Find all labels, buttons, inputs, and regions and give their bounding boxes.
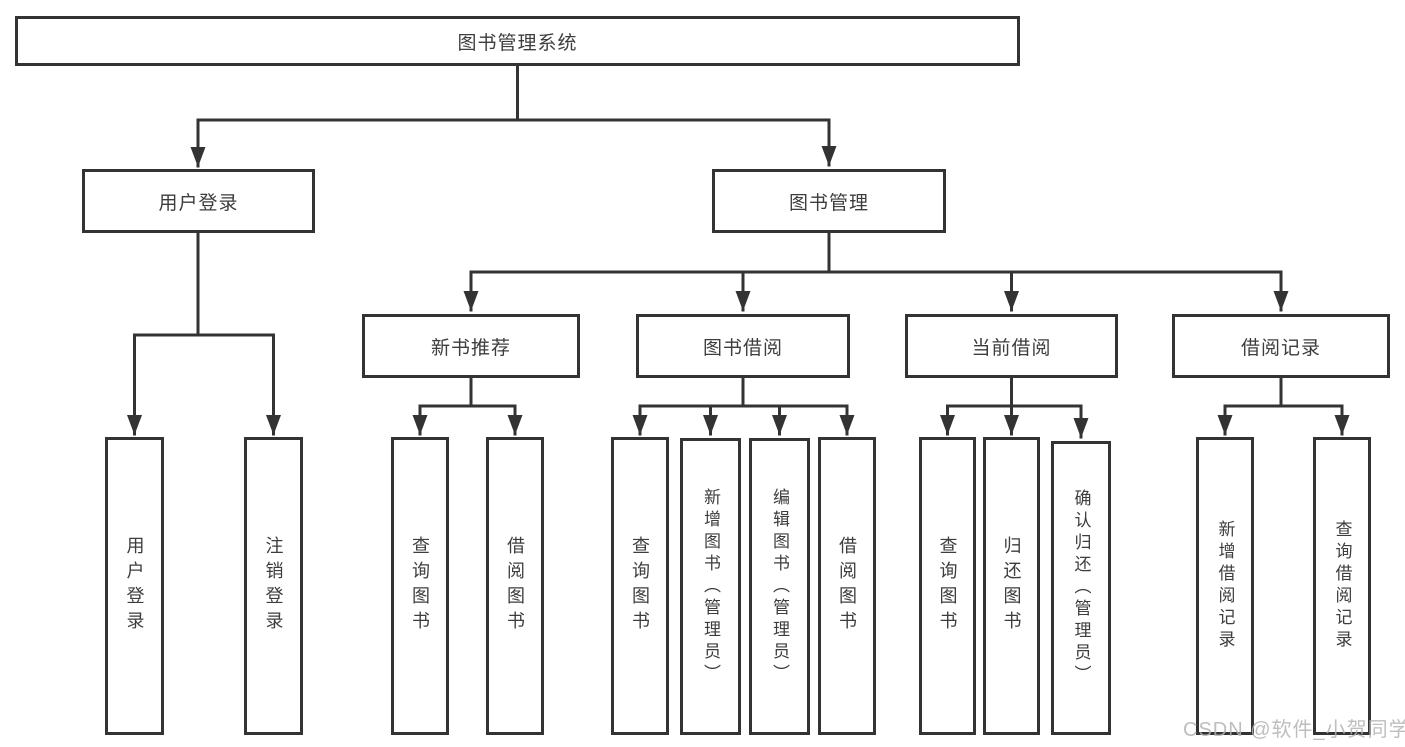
node-library-system-label: 图书管理系统 (457, 32, 578, 54)
leaf-edit-books-admin: 编辑图书（管理员） (749, 438, 810, 735)
leaf-borrow-books-recommend-label: 借阅图书 (505, 536, 525, 636)
leaf-edit-books-admin-label: 编辑图书（管理员） (770, 487, 789, 686)
node-library-system: 图书管理系统 (15, 16, 1020, 66)
leaf-add-books-admin: 新增图书（管理员） (680, 438, 741, 735)
node-current-borrowing: 当前借阅 (905, 314, 1118, 378)
leaf-query-borrow-record: 查询借阅记录 (1313, 437, 1371, 735)
node-book-borrowing: 图书借阅 (636, 314, 850, 378)
leaf-user-login: 用户登录 (105, 437, 164, 735)
node-book-management-label: 图书管理 (788, 192, 869, 214)
leaf-query-books-current-label: 查询图书 (937, 536, 958, 636)
leaf-return-books-label: 归还图书 (1001, 536, 1022, 636)
leaf-add-books-admin-label: 新增图书（管理员） (701, 487, 720, 686)
node-borrowing-records: 借阅记录 (1172, 314, 1390, 378)
leaf-query-borrow-record-label: 查询借阅记录 (1332, 520, 1352, 652)
leaf-borrow-books-recommend: 借阅图书 (486, 437, 544, 735)
node-borrowing-records-label: 借阅记录 (1240, 337, 1321, 359)
leaf-confirm-return-admin-label: 确认归还（管理员） (1071, 489, 1091, 687)
leaf-query-books-current: 查询图书 (919, 437, 976, 735)
leaf-confirm-return-admin: 确认归还（管理员） (1051, 441, 1111, 735)
watermark-text: CSDN @软件_小贺同学 (1183, 719, 1405, 741)
leaf-logout-label: 注销登录 (263, 536, 284, 636)
leaf-user-login-label: 用户登录 (124, 536, 145, 636)
node-current-borrowing-label: 当前借阅 (971, 337, 1052, 359)
leaf-add-borrow-record-label: 新增借阅记录 (1215, 520, 1235, 652)
node-new-book-recommendation-label: 新书推荐 (430, 337, 511, 359)
node-user-login-label: 用户登录 (158, 192, 239, 214)
leaf-borrow-books-borrowing-label: 借阅图书 (837, 536, 857, 636)
node-book-management: 图书管理 (712, 169, 946, 233)
node-user-login: 用户登录 (82, 169, 315, 233)
leaf-query-books-recommend: 查询图书 (391, 437, 449, 735)
leaf-return-books: 归还图书 (983, 437, 1040, 735)
node-book-borrowing-label: 图书借阅 (702, 337, 783, 359)
leaf-logout: 注销登录 (244, 437, 303, 735)
leaf-add-borrow-record: 新增借阅记录 (1196, 437, 1254, 735)
node-new-book-recommendation: 新书推荐 (362, 314, 580, 378)
leaf-query-books-recommend-label: 查询图书 (410, 536, 430, 636)
leaf-borrow-books-borrowing: 借阅图书 (818, 437, 876, 735)
leaf-query-books-borrowing-label: 查询图书 (630, 536, 650, 636)
leaf-query-books-borrowing: 查询图书 (611, 437, 669, 735)
